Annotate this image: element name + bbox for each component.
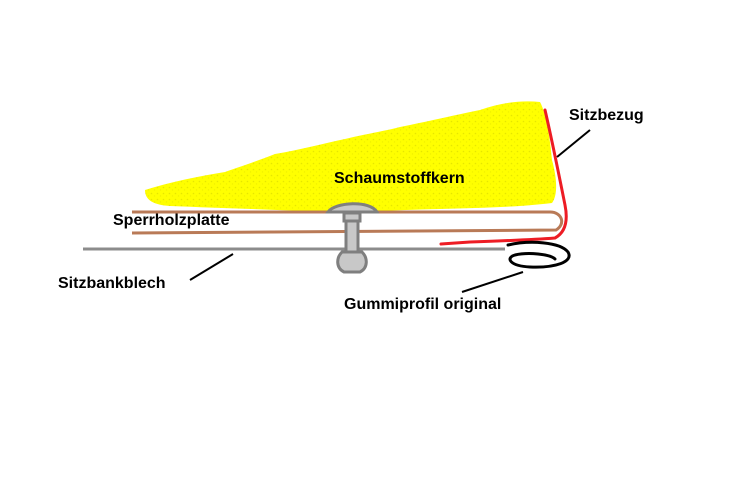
fastener-clip [325,202,380,274]
plywood-plate-outline [131,210,564,235]
rubber-profile-leader-line [461,271,524,293]
seat-cover-leader-line [556,129,591,158]
sheet-metal-leader-line [189,253,234,281]
plywood-plate-label: Sperrholzplatte [113,212,230,229]
rubber-profile-spiral [506,240,571,269]
foam-core-label: Schaumstoffkern [334,170,465,187]
foam-core-shape [145,101,557,212]
rubber-profile-label: Gummiprofil original [344,296,502,313]
seat-cover-line [439,108,568,246]
seat-cover-label: Sitzbezug [569,107,644,124]
seat-sheet-metal-label: Sitzbankblech [58,275,166,292]
